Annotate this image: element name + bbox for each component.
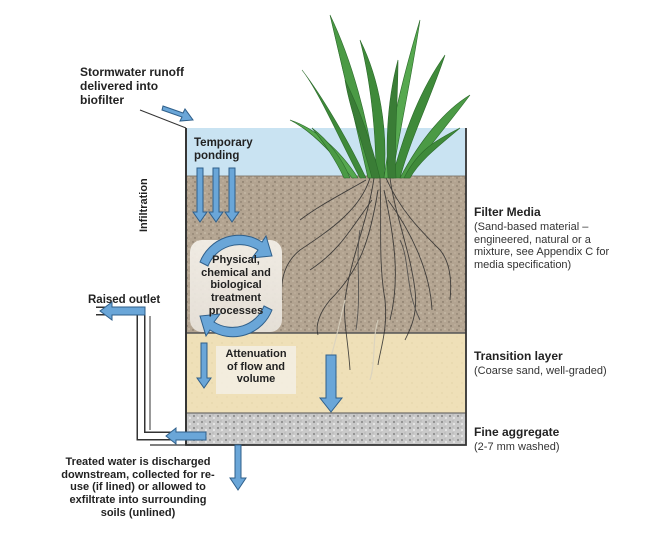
label-stormwater-runoff: Stormwater runoff delivered into biofilt…	[80, 65, 185, 107]
ponding-arrows	[192, 167, 240, 223]
desc-filter-media: (Sand-based material – engineered, natur…	[474, 221, 610, 271]
transition-arrows	[196, 342, 344, 413]
label-treatment-processes: Physical, chemical and biological treatm…	[201, 254, 271, 317]
inflow-arrow	[161, 105, 194, 122]
grass-plant	[289, 14, 471, 179]
label-infiltration: Infiltration	[138, 178, 150, 232]
label-filter-media: Filter Media	[474, 205, 541, 219]
plant-roots	[281, 177, 452, 381]
label-treated-water: Treated water is discharged downstream, …	[61, 456, 215, 519]
label-transition-layer: Transition layer	[474, 349, 563, 363]
label-temporary-ponding: Temporary ponding	[194, 137, 253, 163]
label-fine-aggregate: Fine aggregate	[474, 425, 560, 439]
outlet-arrows	[99, 301, 247, 491]
desc-transition-layer: (Coarse sand, well-graded)	[474, 365, 607, 377]
desc-fine-aggregate: (2-7 mm washed)	[474, 441, 560, 453]
attenuation-box	[216, 346, 296, 394]
cycle-arrows	[199, 234, 273, 338]
label-raised-outlet: Raised outlet	[88, 294, 161, 306]
processes-box	[190, 240, 282, 332]
fine-aggregate-layer	[186, 413, 466, 445]
label-attenuation: Attenuation of flow and volume	[225, 348, 287, 386]
